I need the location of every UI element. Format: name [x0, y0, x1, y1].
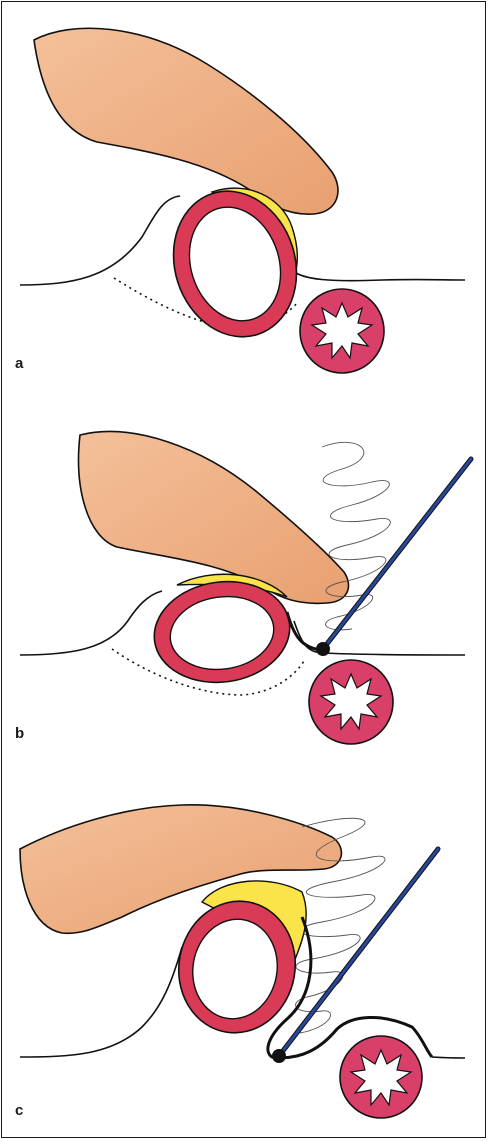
- panel-c: c: [2, 757, 487, 1139]
- bowel-lumen: [310, 301, 374, 360]
- panel-b: b: [2, 377, 487, 757]
- panel-label-a: a: [15, 355, 24, 372]
- panel-a: a: [2, 2, 487, 377]
- vessel-lumen: [169, 595, 275, 671]
- instrument-rod-color: [277, 847, 440, 1058]
- skin-surface: [19, 195, 466, 286]
- panel-label-b: b: [15, 725, 25, 742]
- sound-wave-scribble: [295, 817, 386, 1034]
- finger-shape: [19, 804, 343, 935]
- panel-c-illustration: [19, 804, 466, 1119]
- instrument-tip: [316, 642, 330, 656]
- instrument-rod-color: [321, 457, 473, 651]
- bowel-lumen: [319, 672, 383, 731]
- finger-shape: [33, 27, 339, 215]
- finger-shape: [77, 430, 350, 605]
- vessel-lumen: [188, 206, 282, 322]
- tissue-fold: [285, 611, 321, 652]
- skin-surface: [19, 946, 466, 1059]
- panel-a-illustration: [19, 27, 466, 374]
- tissue-fold: [266, 916, 434, 1060]
- vessel-lumen: [192, 918, 278, 1020]
- panel-b-illustration: [19, 430, 474, 745]
- instrument-tip: [272, 1049, 286, 1063]
- panel-label-c: c: [15, 1102, 24, 1119]
- bowel-lumen: [349, 1048, 413, 1107]
